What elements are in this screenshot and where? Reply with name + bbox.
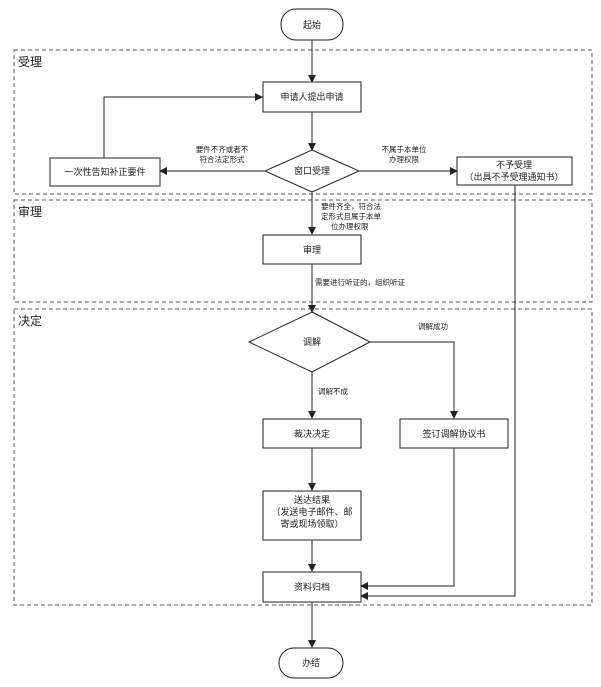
edge-label-complete-3: 位办理权限	[331, 221, 369, 231]
edge-mediate-agreement	[370, 341, 458, 419]
edge-notify-archive	[360, 185, 516, 600]
edge-label-hearing: 需要进行听证的，组织听证	[315, 277, 405, 287]
lane-accept-label: 受理	[18, 55, 42, 69]
edge-label-not-unit-1: 不属于本单位	[382, 144, 427, 154]
agreement-label: 签订调解协议书	[422, 428, 485, 440]
supplement-node	[49, 157, 161, 187]
agreement-node	[399, 418, 509, 449]
archive-node	[262, 571, 362, 603]
edge-label-incomplete-2: 符合法定形式	[200, 154, 245, 164]
edge-label-incomplete-1: 要件不齐或者不	[196, 144, 249, 154]
notify-node	[456, 156, 573, 186]
judge-label: 裁决决定	[294, 428, 330, 440]
edge-label-complete-1: 要件齐全，符合法	[321, 201, 381, 211]
edge-label-not-unit-2: 办理权限	[389, 154, 419, 164]
apply-label: 申请人提出申请	[280, 91, 343, 103]
edge-label-mediate-ok: 调解成功	[418, 321, 448, 331]
review-node	[262, 234, 362, 265]
end-label: 办结	[302, 657, 320, 669]
lane-decide-label: 决定	[18, 313, 42, 328]
edge-agreement-archive	[360, 448, 455, 590]
archive-label: 资料归档	[294, 581, 330, 593]
notify-label-1: 不予受理	[496, 159, 532, 171]
notify-label-2: （出具不予受理通知书）	[464, 171, 563, 183]
deliver-node	[262, 490, 362, 541]
lane-review-label: 审理	[18, 204, 42, 219]
mediate-decision	[247, 311, 372, 373]
start-node	[280, 8, 344, 41]
review-label: 审理	[303, 244, 321, 256]
lane-decide	[13, 308, 593, 606]
window-label: 窗口受理	[294, 165, 330, 177]
edge-label-complete-2: 定形式且属于本单	[321, 211, 381, 221]
edge-supplement-apply	[103, 93, 263, 158]
window-decision	[263, 149, 361, 193]
edge-label-mediate-fail: 调解不成	[318, 386, 348, 396]
lane-review	[13, 199, 593, 303]
apply-node	[262, 81, 362, 113]
start-label: 起始	[303, 19, 321, 31]
deliver-label-3: 寄或现场领取）	[280, 518, 343, 530]
lane-accept	[13, 49, 593, 195]
end-node	[278, 647, 344, 679]
deliver-label-2: （发送电子邮件、邮	[271, 506, 352, 518]
supplement-label: 一次性告知补正要件	[64, 166, 145, 178]
deliver-label-1: 送达结果	[294, 494, 330, 506]
judge-node	[262, 418, 362, 449]
mediate-label: 调解	[303, 336, 321, 348]
